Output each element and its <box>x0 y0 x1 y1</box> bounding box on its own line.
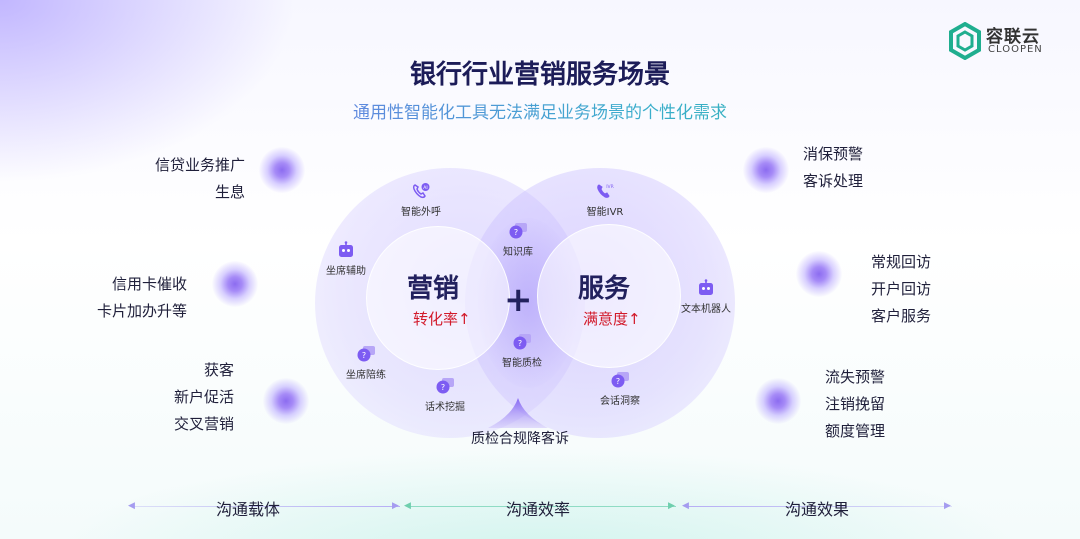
right-group-2: 常规回访 开户回访 客户服务 <box>871 249 931 330</box>
node-agent-assist: 坐席辅助 <box>306 241 386 277</box>
scenario-text: 消保预警 <box>803 145 864 163</box>
node-label: 坐席陪练 <box>346 370 386 381</box>
plus-sign: + <box>504 280 533 320</box>
node-script-mining: ? 话术挖掘 <box>405 377 485 413</box>
node-text-bot: 文本机器人 <box>666 279 746 315</box>
scenario-text: 常规回访 <box>871 253 932 271</box>
node-conversation-insight: ? 会话洞察 <box>580 371 660 407</box>
axis-line-left <box>134 506 400 507</box>
node-label: 智能质检 <box>502 358 542 369</box>
brand-name-cn: 容联云 <box>986 27 1040 47</box>
svg-text:IVR: IVR <box>606 184 614 190</box>
scenario-text: 卡片加办升等 <box>96 302 187 320</box>
scenario-text: 交叉营销 <box>173 415 234 433</box>
node-label: 智能外呼 <box>401 207 441 218</box>
left-group-1: 信贷业务推广 生息 <box>155 152 245 206</box>
orb-icon <box>743 147 789 193</box>
scenario-text: 生息 <box>214 183 245 201</box>
marketing-metric: 转化率↑ <box>413 310 471 328</box>
service-inner-circle <box>537 224 681 368</box>
arrow-right-icon: ▶ <box>944 501 951 511</box>
axis-label-efficiency: 沟通效率 <box>506 500 571 519</box>
scenario-text: 注销挽留 <box>825 395 886 413</box>
scenario-text: 额度管理 <box>825 422 886 440</box>
svg-text:AI: AI <box>423 185 427 191</box>
axis-label-effect: 沟通效果 <box>785 500 850 519</box>
chat-bubble-icon: ? <box>436 378 454 394</box>
orb-icon <box>259 147 305 193</box>
marketing-inner-circle <box>366 226 510 370</box>
scenario-text: 开户回访 <box>871 280 932 298</box>
compliance-label: 质检合规降客诉 <box>471 431 569 447</box>
svg-text:?: ? <box>514 228 518 237</box>
arrow-right-icon: ▶ <box>668 501 675 511</box>
svg-text:?: ? <box>362 351 366 360</box>
scenario-text: 客诉处理 <box>803 172 864 190</box>
page-subtitle: 通用性智能化工具无法满足业务场景的个性化需求 <box>0 98 1080 123</box>
orb-icon <box>796 251 842 297</box>
ai-phone-icon: AI <box>412 183 430 199</box>
node-agent-training: ? 坐席陪练 <box>326 345 406 381</box>
left-group-3: 获客 新户促活 交叉营销 <box>174 357 234 438</box>
hexagon-logo-icon <box>949 22 981 60</box>
node-label: 话术挖掘 <box>425 402 465 413</box>
scenario-text: 获客 <box>203 361 234 379</box>
node-knowledge-base: ? 知识库 <box>478 222 558 258</box>
right-group-3: 流失预警 注销挽留 额度管理 <box>825 364 885 445</box>
chat-bubble-icon: ? <box>611 372 629 388</box>
node-label: 文本机器人 <box>681 304 731 315</box>
scenario-text: 新户促活 <box>173 388 234 406</box>
scenario-text: 流失预警 <box>825 368 886 386</box>
node-smart-ivr: IVR 智能IVR <box>565 182 645 218</box>
chat-bubble-icon: ? <box>513 334 531 350</box>
axis-line-right <box>686 506 952 507</box>
scenario-text: 客户服务 <box>871 307 932 325</box>
brand-logo: 容联云 CLOOPEN <box>948 22 1058 60</box>
marketing-title: 营销 <box>407 274 460 304</box>
orb-icon <box>212 261 258 307</box>
service-title: 服务 <box>578 274 631 304</box>
node-label: 智能IVR <box>586 207 624 218</box>
service-metric: 满意度↑ <box>583 310 641 328</box>
node-label: 知识库 <box>503 247 533 258</box>
node-label: 会话洞察 <box>600 396 640 407</box>
axis-line-middle <box>410 506 676 507</box>
brand-name-en: CLOOPEN <box>988 44 1043 55</box>
left-group-2: 信用卡催收 卡片加办升等 <box>97 271 187 325</box>
robot-icon <box>699 279 713 295</box>
svg-text:?: ? <box>616 377 620 386</box>
ivr-phone-icon: IVR <box>597 184 614 198</box>
arrow-right-icon: ▶ <box>392 501 399 511</box>
chat-bubble-icon: ? <box>509 223 527 239</box>
node-label: 坐席辅助 <box>326 266 366 277</box>
arrow-left-icon: ◀ <box>404 501 411 511</box>
pyramid-shape <box>488 398 548 428</box>
arrow-left-icon: ◀ <box>682 501 689 511</box>
arrow-left-icon: ◀ <box>128 501 135 511</box>
svg-text:?: ? <box>441 383 445 392</box>
node-smart-outbound: AI 智能外呼 <box>381 182 461 218</box>
robot-icon <box>339 241 353 257</box>
orb-icon <box>755 378 801 424</box>
node-smart-qc: ? 智能质检 <box>482 333 562 369</box>
svg-text:?: ? <box>518 339 522 348</box>
right-group-1: 消保预警 客诉处理 <box>803 141 863 195</box>
orb-icon <box>263 378 309 424</box>
chat-bubble-icon: ? <box>357 346 375 362</box>
page-title: 银行行业营销服务场景 <box>409 60 670 90</box>
scenario-text: 信贷业务推广 <box>154 156 245 174</box>
scenario-text: 信用卡催收 <box>111 275 187 293</box>
axis-label-carrier: 沟通载体 <box>216 500 281 519</box>
